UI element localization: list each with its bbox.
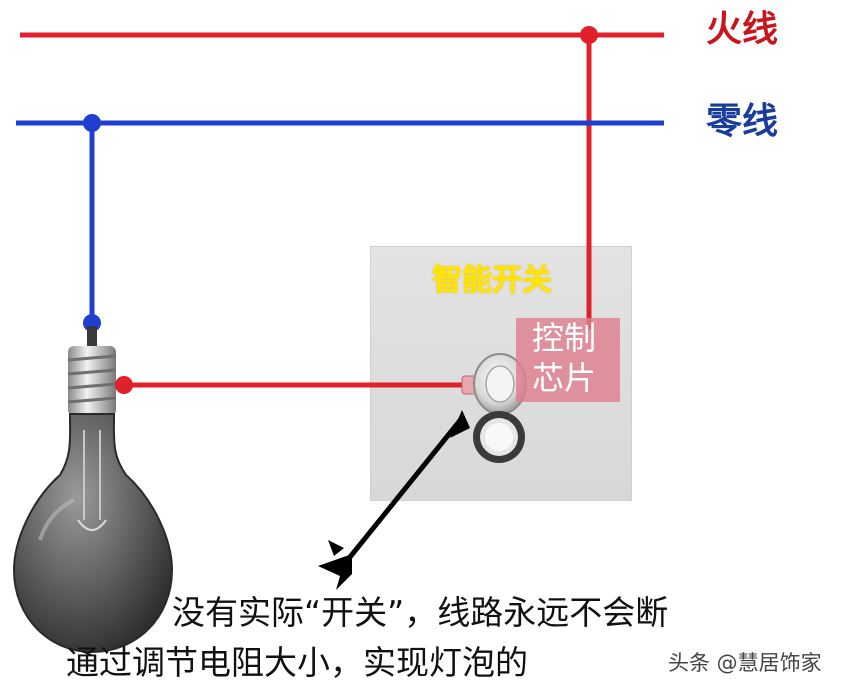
- round-button-icon: [473, 411, 525, 463]
- caption-line-2: 通过调节电阻大小，实现灯泡的: [66, 643, 528, 682]
- live-wire-label: 火线: [706, 9, 779, 50]
- caption-line-1: 没有实际“开关”，线路永远不会断: [172, 593, 669, 632]
- control-chip-label-line1: 控制: [532, 319, 597, 357]
- control-chip-label-line2: 芯片: [532, 359, 597, 397]
- control-chip-box: [516, 318, 620, 402]
- live-wire-junction: [580, 26, 598, 44]
- watermark: 头条 @慧居饰家: [668, 651, 822, 675]
- bulb-live-terminal: [115, 376, 133, 394]
- neutral-wire-junction: [83, 114, 101, 132]
- light-bulb-icon: [12, 326, 174, 654]
- neutral-wire-label: 零线: [706, 101, 779, 142]
- smart-switch-label: 智能开关: [432, 263, 552, 298]
- pointer-arrow-icon: [318, 410, 470, 590]
